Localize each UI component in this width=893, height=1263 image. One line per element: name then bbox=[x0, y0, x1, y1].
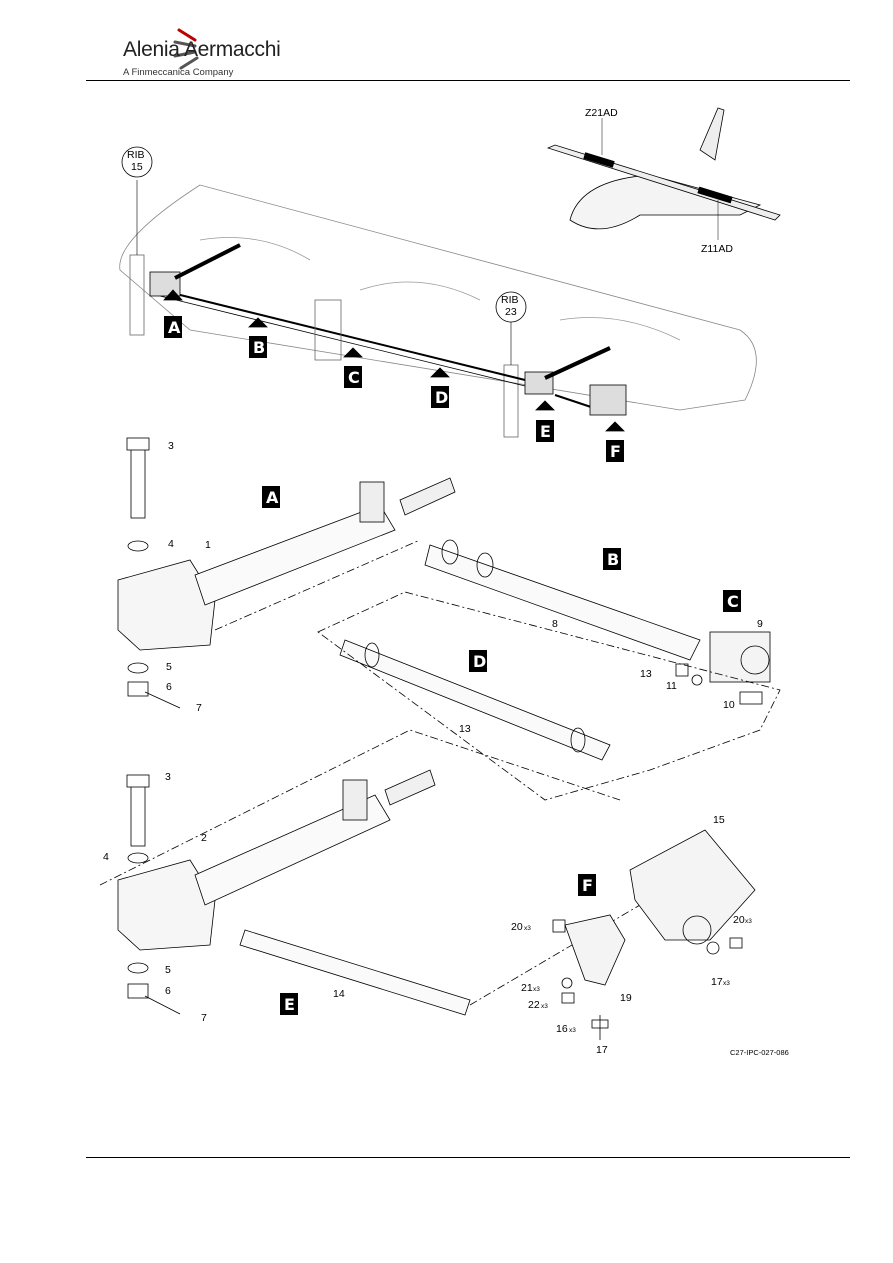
item-7b: 7 bbox=[201, 1012, 207, 1024]
brand-tagline: A Finmeccanica Company bbox=[123, 67, 234, 78]
bolt-3a bbox=[130, 447, 146, 519]
bearing-9 bbox=[709, 631, 771, 683]
bracket-19 bbox=[564, 914, 626, 986]
view-b-top: B bbox=[253, 338, 265, 357]
view-a-top: A bbox=[168, 318, 181, 337]
item-9: 9 bbox=[757, 618, 763, 630]
shaft-14 bbox=[239, 929, 471, 1016]
arrow-e bbox=[535, 400, 555, 411]
item-4b: 4 bbox=[103, 851, 109, 863]
view-box-d-top bbox=[431, 386, 449, 408]
view-box-c-detail bbox=[723, 590, 741, 612]
view-box-a-top bbox=[164, 316, 182, 338]
item-16: 16 bbox=[556, 1023, 568, 1035]
aircraft-tail bbox=[699, 107, 725, 161]
item-13: 13 bbox=[459, 723, 471, 735]
rib-15-callout bbox=[121, 146, 153, 178]
item-1: 1 bbox=[205, 539, 211, 551]
view-box-b-detail bbox=[603, 548, 621, 570]
rib-23-line1: RIB bbox=[501, 294, 519, 306]
view-box-a-detail bbox=[262, 486, 280, 508]
view-b-detail: B bbox=[607, 550, 619, 569]
item-12: 13 bbox=[640, 668, 652, 680]
wing-outline bbox=[119, 184, 757, 411]
shaft-13 bbox=[339, 639, 611, 761]
company-logo-mark bbox=[173, 28, 199, 70]
item-2: 2 bbox=[201, 832, 207, 844]
item-20a: 20 bbox=[511, 921, 523, 933]
view-f-top: F bbox=[610, 442, 621, 461]
item-11: 11 bbox=[666, 680, 677, 692]
item-15: 15 bbox=[713, 814, 725, 826]
view-box-f-top bbox=[606, 440, 624, 462]
view-box-b-top bbox=[249, 336, 267, 358]
zone-z11ad: Z11AD bbox=[701, 243, 733, 255]
qty-20a: x3 bbox=[524, 925, 531, 932]
brand-name: Alenia Aermacchi bbox=[123, 38, 281, 61]
rib-15-line2: 15 bbox=[131, 161, 143, 173]
rib-15-line1: RIB bbox=[127, 149, 145, 161]
item-3a: 3 bbox=[168, 440, 174, 452]
item-10: 10 bbox=[723, 699, 735, 711]
rib-23-callout bbox=[495, 291, 527, 323]
arrow-c bbox=[343, 347, 363, 358]
arrow-b bbox=[248, 317, 268, 328]
view-box-c-top bbox=[344, 366, 362, 388]
item-7a: 7 bbox=[196, 702, 202, 714]
aircraft-z11-bar bbox=[697, 186, 733, 204]
item-6a: 6 bbox=[166, 681, 172, 693]
item-5a: 5 bbox=[166, 661, 172, 673]
header-rule bbox=[86, 80, 850, 81]
view-box-e-top bbox=[536, 420, 554, 442]
item-14: 14 bbox=[333, 988, 345, 1000]
actuator-15 bbox=[629, 829, 756, 941]
rib-15-panel bbox=[129, 254, 145, 336]
qty-22: x3 bbox=[541, 1003, 548, 1010]
gearbox-1 bbox=[117, 559, 216, 651]
rib-23-line2: 23 bbox=[505, 306, 517, 318]
view-e-detail: E bbox=[284, 995, 295, 1014]
view-box-d-detail bbox=[469, 650, 487, 672]
view-a-detail: A bbox=[266, 488, 279, 507]
item-8: 8 bbox=[552, 618, 558, 630]
qty-16: x3 bbox=[569, 1027, 576, 1034]
arrow-f bbox=[605, 421, 625, 432]
view-d-detail: D bbox=[473, 652, 486, 671]
item-17a: 17 bbox=[711, 976, 723, 988]
qty-17: x3 bbox=[723, 980, 730, 987]
item-21: 21 bbox=[521, 982, 533, 994]
shaft-2 bbox=[194, 794, 391, 906]
view-box-e-detail bbox=[280, 993, 298, 1015]
view-f-detail: F bbox=[582, 876, 593, 895]
view-box-f-detail bbox=[578, 874, 596, 896]
bolt-3b bbox=[130, 785, 146, 847]
arrow-a bbox=[163, 289, 183, 301]
view-c-top: C bbox=[348, 368, 360, 387]
view-e-top: E bbox=[540, 422, 551, 441]
shaft-1 bbox=[194, 504, 396, 606]
item-3b: 3 bbox=[165, 771, 171, 783]
arrow-d bbox=[430, 367, 450, 378]
shaft-8 bbox=[424, 544, 701, 661]
item-19: 19 bbox=[620, 992, 632, 1004]
item-22: 22 bbox=[528, 999, 540, 1011]
footer-rule bbox=[86, 1157, 850, 1158]
gearbox-2 bbox=[117, 859, 216, 951]
item-4a: 4 bbox=[168, 538, 174, 550]
qty-21: x3 bbox=[533, 986, 540, 993]
item-5b: 5 bbox=[165, 964, 171, 976]
figure-reference: C27-IPC-027-086 bbox=[730, 1048, 789, 1057]
view-d-top: D bbox=[435, 388, 448, 407]
view-c-detail: C bbox=[727, 592, 739, 611]
item-6b: 6 bbox=[165, 985, 171, 997]
qty-20b: x3 bbox=[745, 918, 752, 925]
aircraft-z21-bar bbox=[583, 152, 615, 168]
item-17b: 17 bbox=[596, 1044, 608, 1056]
item-20b: 20 bbox=[733, 914, 745, 926]
zone-z21ad: Z21AD bbox=[585, 107, 618, 119]
